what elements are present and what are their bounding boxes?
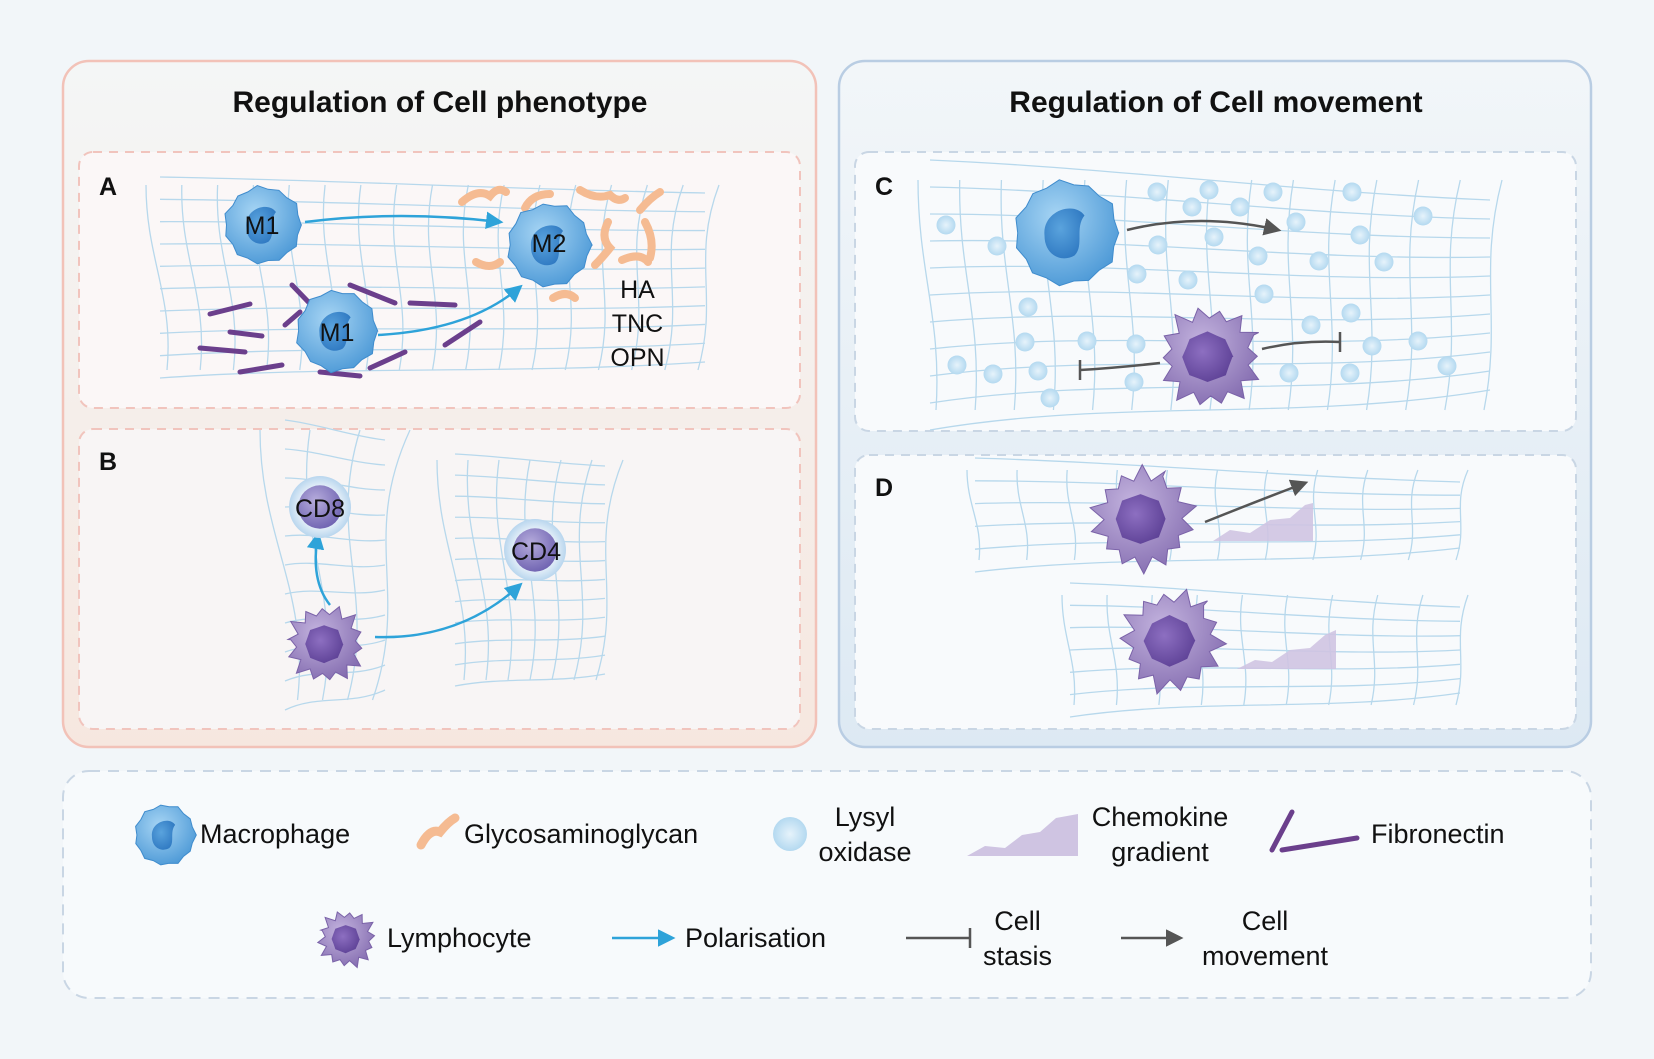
label-a: A (99, 173, 118, 201)
cd4-t-cell (504, 519, 566, 581)
ecm-ha-label: HA (620, 276, 655, 304)
lysyl-oxidase-dot (1248, 246, 1268, 266)
lysyl-oxidase-dot (1124, 372, 1144, 392)
lysyl-oxidase-dot (1148, 235, 1168, 255)
chemokine-gradient-icon (967, 814, 1078, 856)
lysyl-oxidase-dot (1147, 182, 1167, 202)
ecm-tnc-label: TNC (611, 310, 664, 338)
movement-title: Regulation of Cell movement (1009, 86, 1423, 119)
lysyl-oxidase-dot (1178, 270, 1198, 290)
m1-top-label: M1 (244, 212, 280, 240)
label-c: C (875, 173, 894, 201)
m2-label: M2 (531, 230, 567, 258)
glycosaminoglycan-icon (416, 813, 460, 850)
cd4-label: CD4 (510, 538, 561, 566)
lysyl-oxidase-dot (1263, 182, 1283, 202)
legend-movement-line2: movement (1201, 941, 1329, 971)
lysyl-oxidase-icon (773, 817, 807, 851)
lymphocyte-icon (316, 911, 376, 969)
legend-stasis-line1: Cell (994, 906, 1041, 936)
lysyl-oxidase-dot (1350, 225, 1370, 245)
label-d: D (875, 474, 894, 502)
lysyl-oxidase-dot (1413, 206, 1433, 226)
lysyl-oxidase-dot (1279, 363, 1299, 383)
legend-polarisation-label: Polarisation (685, 923, 827, 953)
glycosaminoglycans (458, 185, 664, 302)
lysyl-oxidase-dot (1309, 251, 1329, 271)
phenotype-title: Regulation of Cell phenotype (232, 86, 648, 119)
lysyl-oxidase-dot (1342, 182, 1362, 202)
lysyl-oxidase-dot (1077, 331, 1097, 351)
lysyl-oxidase-dot (1040, 388, 1060, 408)
lysyl-oxidase-dot (1127, 264, 1147, 284)
cell-stasis-icon (906, 928, 972, 948)
cd8-t-cell (289, 476, 351, 538)
lysyl-oxidase-dot (1301, 315, 1321, 335)
lysyl-oxidase-dot (987, 236, 1007, 256)
lysyl-oxidase-dot (1015, 332, 1035, 352)
lysyl-oxidase-dot (1204, 227, 1224, 247)
ecm-mesh-d (966, 457, 1469, 718)
lysyl-oxidase-dot (1286, 212, 1306, 232)
lysyl-oxidase-dot (1199, 180, 1219, 200)
legend-chemokine-line1: Chemokine (1091, 802, 1229, 832)
lymphocyte-b (286, 605, 363, 681)
lysyl-oxidase-dot (1182, 197, 1202, 217)
cd8-label: CD8 (294, 495, 345, 523)
legend-movement-line1: Cell (1241, 906, 1289, 936)
stasis-inhibitors (1078, 332, 1342, 380)
m1-bottom-label: M1 (319, 319, 355, 347)
macrophage-m1-top (224, 184, 303, 265)
fibronectin-icon (1269, 809, 1360, 853)
legend-stasis-line2: stasis (982, 941, 1053, 971)
legend-fibronectin-label: Fibronectin (1371, 819, 1505, 849)
legend-chemokine-line2: gradient (1111, 837, 1209, 867)
lymphocyte-d-bottom (1119, 588, 1228, 695)
lysyl-oxidase-dot (947, 355, 967, 375)
chemokine-gradient-bottom (1237, 630, 1336, 669)
chemokine-gradient-top (1213, 503, 1313, 541)
lysyl-oxidase-dot (1374, 252, 1394, 272)
legend-macrophage-label: Macrophage (200, 819, 351, 849)
lysyl-oxidase-dot (1028, 361, 1048, 381)
lysyl-oxidase-dot (1340, 363, 1360, 383)
lysyl-oxidase-dot (1230, 197, 1250, 217)
lysyl-oxidase-dot (983, 364, 1003, 384)
macrophage-m1-bottom (296, 289, 379, 374)
lysyl-oxidase-dot (1126, 334, 1146, 354)
subpanel-b (78, 428, 801, 730)
lysyl-oxidase-dots (936, 180, 1457, 408)
lysyl-oxidase-dot (1437, 356, 1457, 376)
lysyl-oxidase-dot (1018, 297, 1038, 317)
legend-glycosaminoglycan-label: Glycosaminoglycan (464, 819, 699, 849)
ecm-opn-label: OPN (610, 344, 665, 372)
movement-arrows (1126, 218, 1309, 524)
legend-lysyl-line2: oxidase (818, 837, 912, 867)
macrophage-m2 (507, 203, 593, 288)
label-b: B (99, 448, 118, 476)
legend-lymphocyte-label: Lymphocyte (387, 923, 532, 953)
lysyl-oxidase-dot (1254, 284, 1274, 304)
lysyl-oxidase-dot (1341, 303, 1361, 323)
fibronectin-fibres (197, 282, 483, 379)
legend-lysyl-line1: Lysyl (834, 802, 896, 832)
lysyl-oxidase-dot (1362, 336, 1382, 356)
polarisation-arrows (304, 211, 523, 639)
macrophage-c (1015, 179, 1120, 287)
macrophage-icon (135, 804, 197, 866)
lymphocyte-d-top (1089, 463, 1198, 576)
lysyl-oxidase-dot (1408, 331, 1428, 351)
lysyl-oxidase-dot (936, 215, 956, 235)
lymphocyte-c (1162, 307, 1260, 406)
